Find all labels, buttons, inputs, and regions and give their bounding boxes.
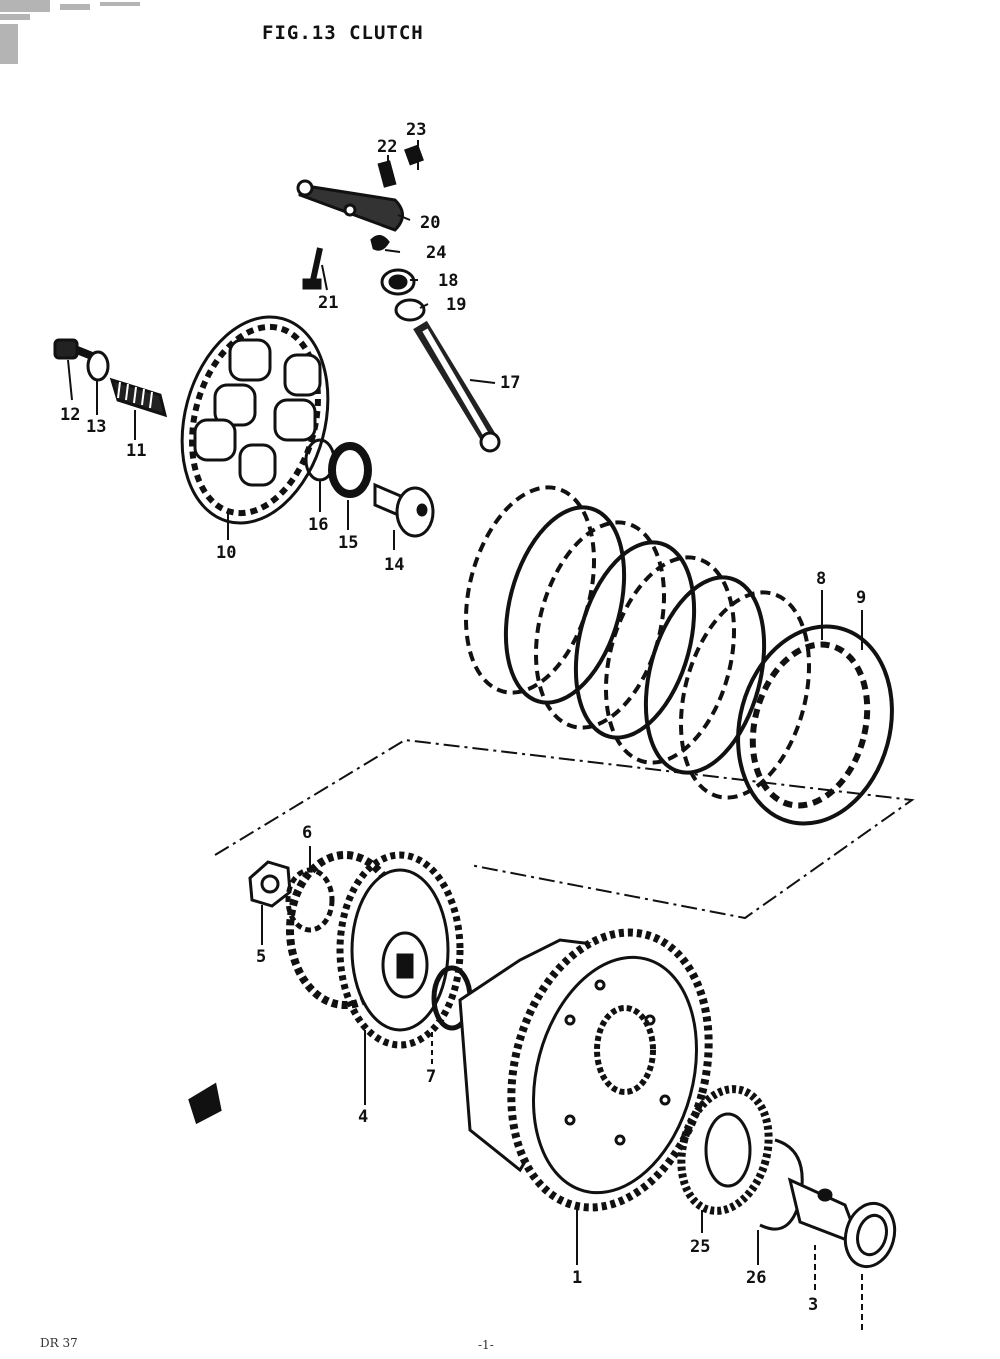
part-label-5: 5 [256,947,266,967]
part-label-18: 18 [438,271,458,291]
part-labels: 23 22 20 24 18 19 21 17 12 13 11 10 16 1… [60,120,866,1315]
figure-title: FIG.13 CLUTCH [262,22,424,44]
shaft-3 [787,1177,897,1269]
pressure-plate [180,315,330,525]
part-label-23: 23 [406,120,426,140]
part-label-19: 19 [446,295,466,315]
part-label-16: 16 [308,515,328,535]
part-label-3: 3 [808,1295,818,1315]
part-label-22: 22 [377,137,397,157]
sleeve-hub [286,851,464,1049]
push-rod [413,320,501,453]
part-label-26: 26 [746,1268,766,1288]
part-label-6: 6 [302,823,312,843]
page-number: -1- [478,1338,494,1352]
part-label-20: 20 [420,213,440,233]
scan-noise [0,0,140,64]
part-label-13: 13 [86,417,106,437]
part-label-8: 8 [816,569,826,589]
part-label-14: 14 [384,555,404,575]
bolt-12 [53,338,94,360]
bearing-15 [328,442,372,498]
part-label-25: 25 [690,1237,710,1257]
assembly-bracket [214,738,915,920]
part-label-4: 4 [358,1107,368,1127]
release-arm [296,144,426,322]
clutch-plate-stack [463,485,894,826]
clutch-housing [458,928,713,1212]
part-label-1: 1 [572,1268,582,1288]
pin-14 [373,482,435,538]
part-label-12: 12 [60,405,80,425]
part-label-15: 15 [338,533,358,553]
part-label-17: 17 [500,373,520,393]
leader-lines [67,140,863,1330]
primary-gear-25 [677,1085,773,1215]
part-label-21: 21 [318,293,338,313]
part-label-10: 10 [216,543,236,563]
footer-code: DR 37 [40,1336,78,1350]
part-label-11: 11 [126,441,146,461]
part-label-7: 7 [426,1067,436,1087]
washer-13 [86,350,110,382]
front-arrow-icon [188,1082,222,1125]
part-label-24: 24 [426,243,446,263]
part-label-9: 9 [856,588,866,608]
spring-11 [109,377,168,418]
nut-5 [248,860,292,908]
